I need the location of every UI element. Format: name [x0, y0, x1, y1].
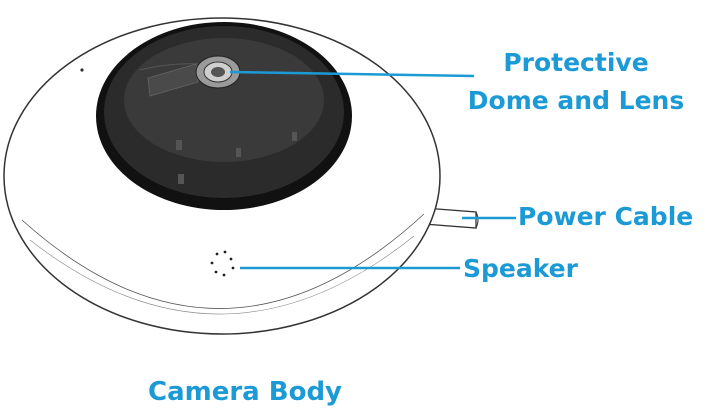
- dome-label-line-1: Protective: [503, 48, 649, 77]
- protective-dome: [96, 22, 352, 210]
- speaker-holes: [210, 250, 235, 277]
- dome-and-lens-label: Protective Dome and Lens: [448, 44, 704, 120]
- dome-label-line-2: Dome and Lens: [467, 86, 685, 115]
- dome-leader-line: [229, 70, 475, 78]
- camera-body-label: Camera Body: [148, 377, 343, 407]
- power-cable-label: Power Cable: [518, 202, 694, 231]
- speaker-label: Speaker: [463, 254, 578, 283]
